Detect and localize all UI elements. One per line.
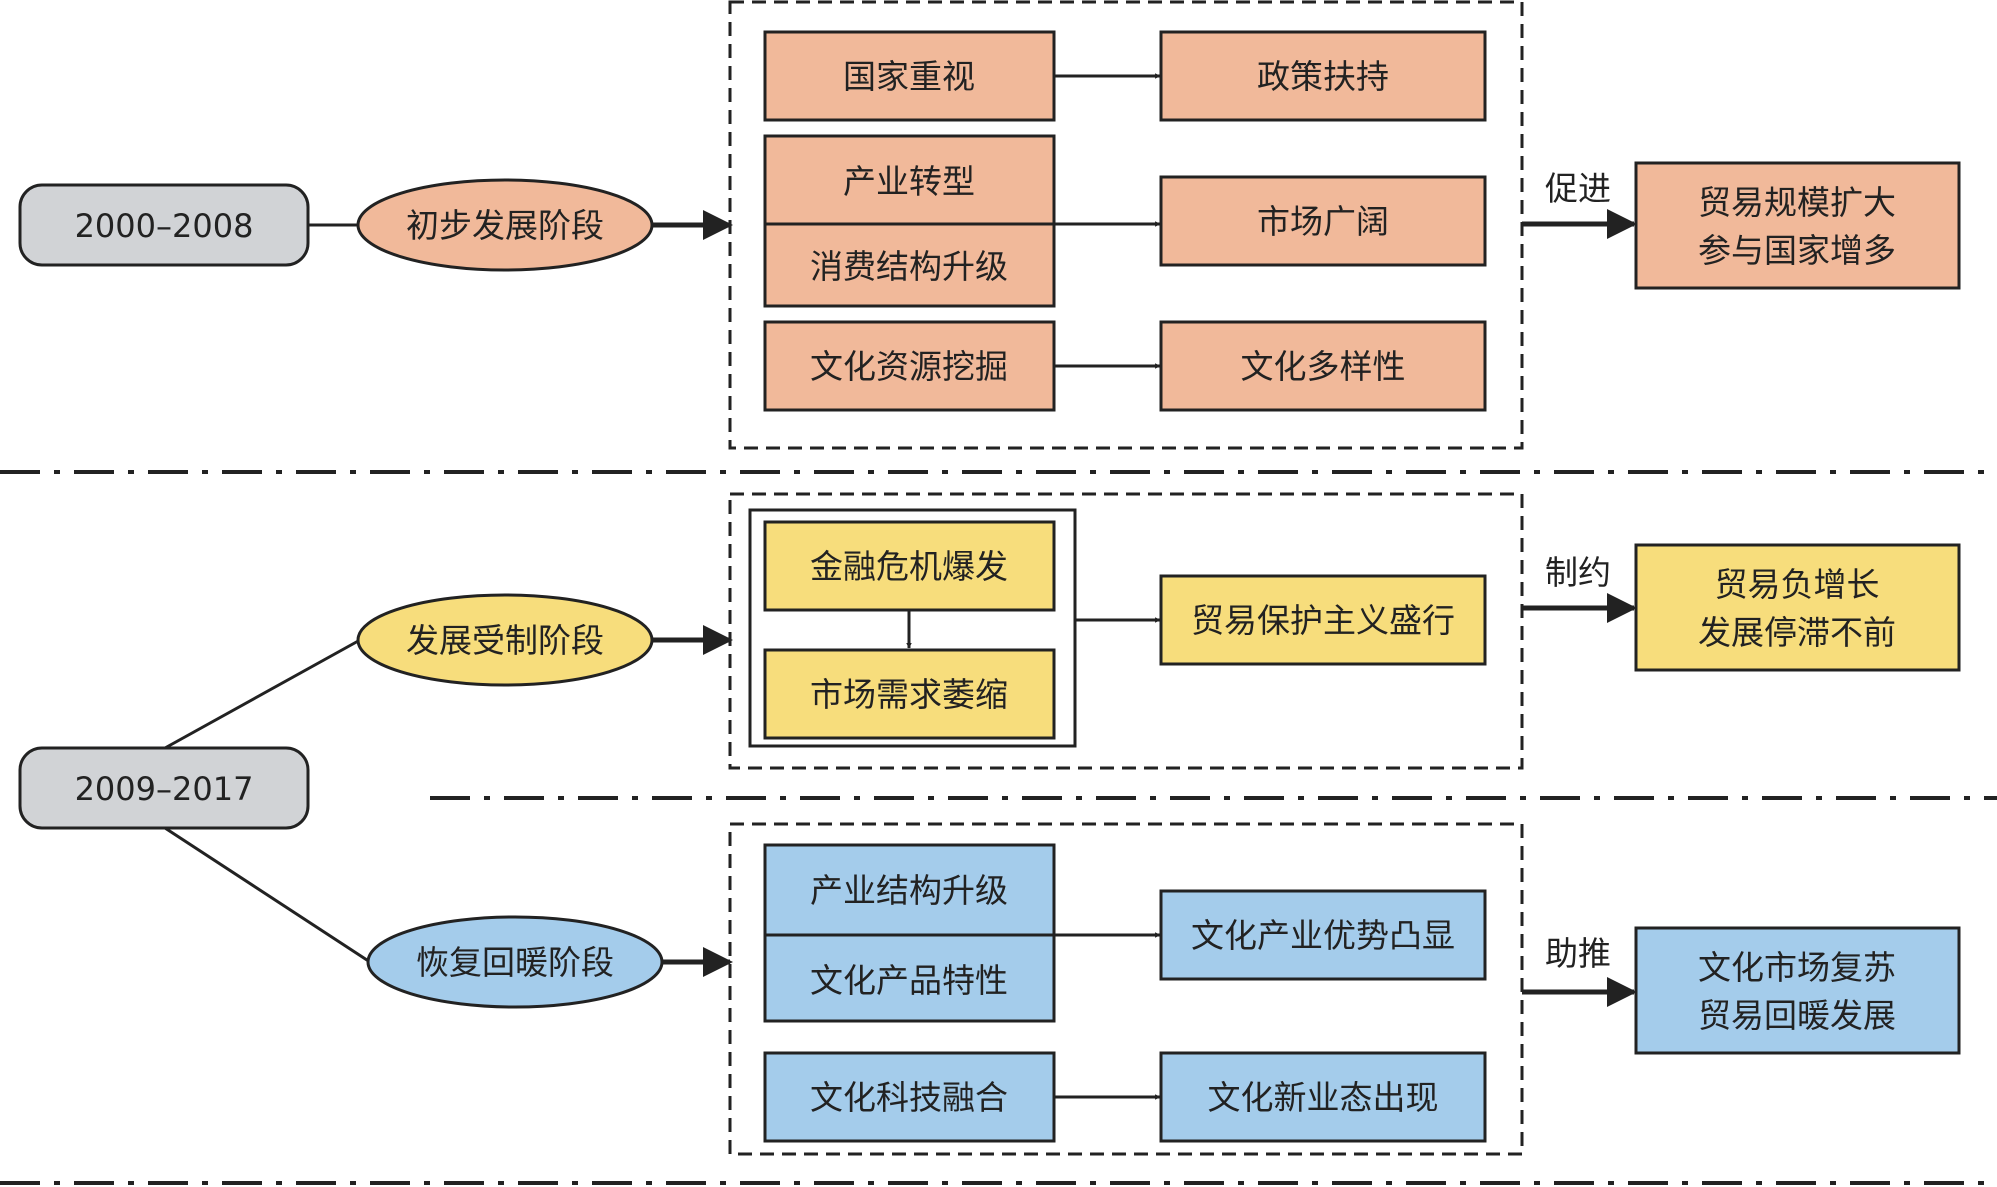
relation-label-promote: 促进: [1545, 169, 1611, 208]
cause-label: 市场需求萎缩: [810, 675, 1008, 714]
outcome-label: 文化市场复苏: [1698, 948, 1896, 987]
cause-label: 文化产品特性: [810, 961, 1008, 1000]
cause-group-frame: [748, 508, 1077, 748]
stage-oval-initial: [356, 178, 654, 272]
effect-box: [1159, 175, 1487, 267]
outcome-label: 贸易回暖发展: [1698, 996, 1896, 1035]
effect-label: 文化多样性: [1241, 347, 1406, 386]
cause-label: 消费结构升级: [810, 247, 1008, 286]
factor-group-frame: [728, 822, 1524, 1156]
outcome-box: [1634, 926, 1961, 1055]
outcome-label: 贸易规模扩大: [1698, 183, 1896, 222]
section-restricted-development: 发展受制阶段 金融危机爆发 市场需求萎缩 贸易保护主义盛行 制约 贸易负增长 发…: [356, 492, 1961, 770]
factor-group-frame: [728, 492, 1524, 770]
cause-label: 文化资源挖掘: [810, 347, 1008, 386]
outcome-label: 贸易负增长: [1715, 565, 1880, 604]
cause-box: [763, 648, 1056, 740]
effect-box: [1159, 889, 1487, 981]
effect-label: 文化新业态出现: [1208, 1078, 1439, 1117]
effect-box: [1159, 30, 1487, 122]
section-recovery: 恢复回暖阶段 产业结构升级 文化产品特性 文化科技融合 文化产业优势凸显 文化新…: [366, 822, 1961, 1156]
cause-label: 金融危机爆发: [810, 547, 1008, 586]
cause-label: 文化科技融合: [810, 1078, 1008, 1117]
relation-label-restrict: 制约: [1545, 553, 1611, 592]
cause-label: 产业结构升级: [810, 871, 1008, 910]
effect-label: 政策扶持: [1257, 57, 1389, 96]
stage-oval-recovery: [366, 915, 664, 1009]
section-initial-development: 2000–2008 初步发展阶段 国家重视 产业转型 消费结构升级 文化资源挖掘…: [18, 0, 1961, 450]
cause-box: [763, 843, 1056, 1023]
stage-oval-restricted: [356, 593, 654, 687]
effect-label: 文化产业优势凸显: [1191, 916, 1455, 955]
period-label-2009-2017: 2009–2017: [75, 770, 254, 808]
stage-label-initial: 初步发展阶段: [406, 206, 604, 245]
effect-label: 市场广阔: [1257, 202, 1389, 241]
cause-box: [763, 520, 1056, 612]
outcome-box: [1634, 161, 1961, 290]
effect-box: [1159, 320, 1487, 412]
outcome-label: 发展停滞不前: [1698, 613, 1896, 652]
effect-box: [1159, 574, 1487, 666]
period-box-2009-2017: [18, 746, 310, 830]
effect-box: [1159, 1051, 1487, 1143]
cause-box: [763, 30, 1056, 122]
cause-box: [763, 134, 1056, 308]
cause-box: [763, 1051, 1056, 1143]
stage-label-recovery: 恢复回暖阶段: [416, 943, 614, 982]
outcome-box: [1634, 543, 1961, 672]
period-label-2000-2008: 2000–2008: [75, 207, 254, 245]
outcome-label: 参与国家增多: [1698, 231, 1896, 270]
cause-label: 国家重视: [843, 57, 975, 96]
effect-label: 贸易保护主义盛行: [1191, 601, 1455, 640]
relation-label-boost: 助推: [1545, 934, 1611, 973]
cause-label: 产业转型: [843, 162, 975, 201]
stage-label-restricted: 发展受制阶段: [406, 621, 604, 660]
